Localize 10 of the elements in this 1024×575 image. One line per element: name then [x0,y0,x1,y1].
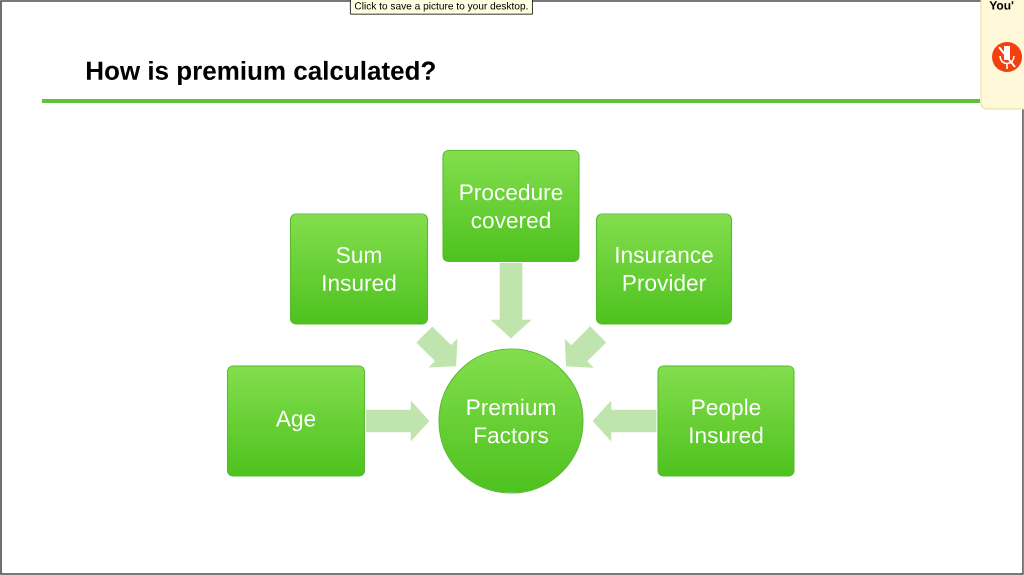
rounded-box: People Insured [657,365,795,477]
notification-text: You' [989,1,1014,10]
rounded-box: Insurance Provider [595,213,733,325]
rounded-box: Sum Insured [289,213,429,325]
circle-node: Premium Factors [438,348,584,494]
rounded-box: Age [226,365,366,477]
rounded-box: Procedure covered [442,149,580,263]
tooltip: Click to save a picture to your desktop. [350,0,533,15]
title: How is premium calculated? [87,60,435,86]
block-arrow [416,326,458,368]
